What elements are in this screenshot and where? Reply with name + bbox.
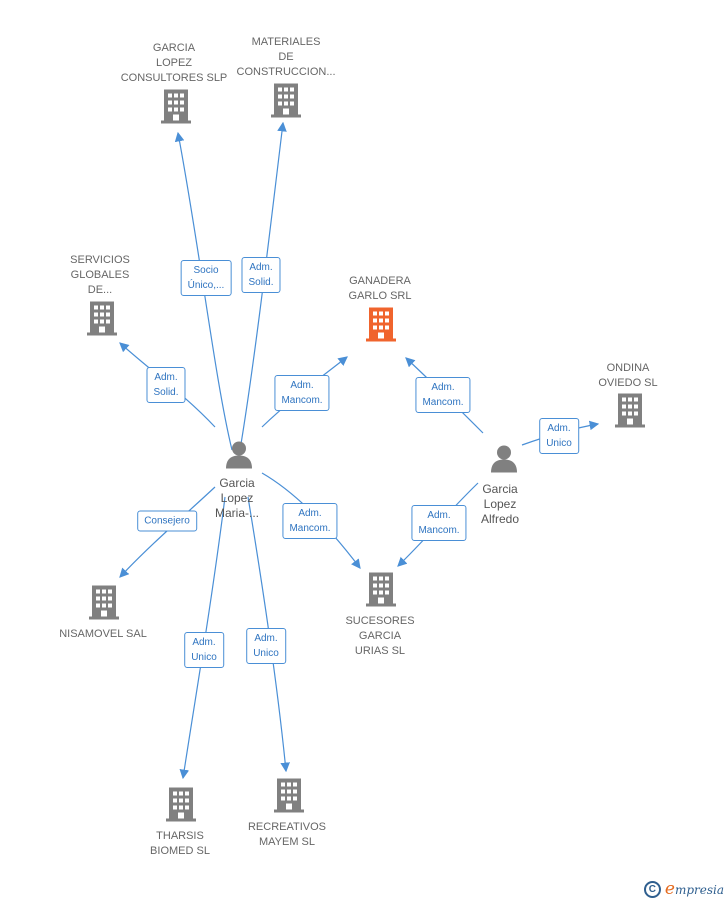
node-label-materiales[interactable]: MATERIALES DE CONSTRUCCION... bbox=[236, 36, 336, 78]
edges-layer bbox=[119, 121, 600, 780]
node-label-recreativos[interactable]: RECREATIVOS MAYEM SL bbox=[247, 821, 327, 848]
building-icon[interactable] bbox=[161, 89, 191, 129]
building-icon[interactable] bbox=[366, 572, 396, 612]
node-label-nisamovel[interactable]: NISAMOVEL SAL bbox=[59, 628, 147, 640]
building-icon[interactable] bbox=[615, 393, 645, 433]
building-icon[interactable] bbox=[166, 787, 196, 827]
building-icon[interactable] bbox=[89, 585, 119, 625]
edge-label-adm-unico-recreativos: Adm. Unico bbox=[246, 628, 286, 664]
building-icon[interactable] bbox=[271, 83, 301, 123]
person-icon[interactable] bbox=[225, 441, 253, 474]
edge-label-adm-unico-tharsis: Adm. Unico bbox=[184, 632, 224, 668]
edge-label-adm-unico-ondina: Adm. Unico bbox=[539, 418, 579, 454]
person-icon[interactable] bbox=[490, 445, 518, 478]
node-label-garcia-lopez-alfredo[interactable]: Garcia Lopez Alfredo bbox=[480, 482, 520, 526]
node-label-garcia-lopez-consultores[interactable]: GARCIA LOPEZ CONSULTORES SLP bbox=[120, 42, 228, 84]
edge-label-adm-solid-servicios: Adm. Solid. bbox=[146, 367, 186, 403]
node-label-ganadera-garlo[interactable]: GANADERA GARLO SRL bbox=[348, 275, 412, 302]
edge-label-adm-mancom-ganadera-maria: Adm. Mancom. bbox=[274, 375, 330, 411]
node-label-servicios-globales[interactable]: SERVICIOS GLOBALES DE... bbox=[70, 254, 130, 296]
brand-wordmark: empresia bbox=[664, 879, 724, 899]
node-label-tharsis[interactable]: THARSIS BIOMED SL bbox=[150, 830, 210, 857]
edge-label-adm-solid-materiales: Adm. Solid. bbox=[241, 257, 281, 293]
edge-maria-consultores bbox=[174, 131, 233, 451]
edge-label-adm-mancom-ganadera-alfredo: Adm. Mancom. bbox=[415, 377, 471, 413]
edge-label-adm-mancom-sucesores-alfredo: Adm. Mancom. bbox=[411, 505, 467, 541]
building-icon[interactable] bbox=[87, 301, 117, 341]
copyright-icon: C bbox=[643, 880, 661, 898]
building-icon-highlighted[interactable] bbox=[366, 307, 396, 347]
empresia-logo: C empresia bbox=[643, 879, 724, 899]
node-label-sucesores[interactable]: SUCESORES GARCIA URIAS SL bbox=[345, 615, 415, 657]
node-label-ondina-oviedo[interactable]: ONDINA OVIEDO SL bbox=[598, 362, 658, 389]
building-icon[interactable] bbox=[274, 778, 304, 818]
edge-label-socio-unico: Socio Único,... bbox=[180, 260, 232, 296]
edge-label-consejero: Consejero bbox=[137, 510, 197, 532]
node-label-garcia-lopez-maria[interactable]: Garcia Lopez Maria-... bbox=[214, 476, 259, 520]
edge-label-adm-mancom-sucesores-maria: Adm. Mancom. bbox=[282, 503, 338, 539]
